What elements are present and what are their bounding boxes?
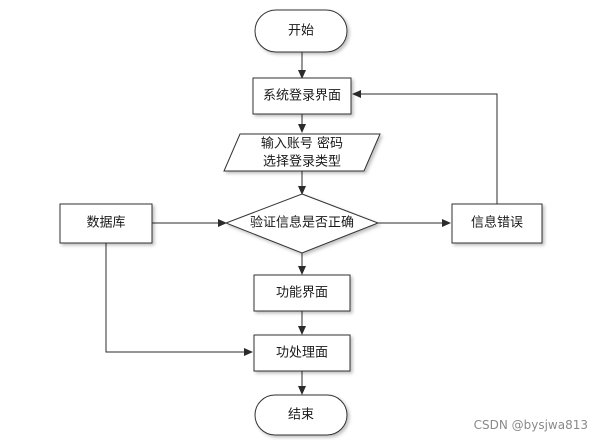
process-screen-box — [253, 334, 351, 372]
decision-diamond — [224, 193, 380, 254]
login-screen-box — [252, 77, 352, 115]
edge-database-to-process — [105, 243, 253, 356]
start-terminator — [254, 9, 348, 53]
nodes — [59, 9, 543, 436]
error-label: 信息错误 — [471, 215, 523, 231]
input-parallelogram — [223, 133, 381, 172]
labels: 开始 系统登录界面 输入账号 密码 选择登录类型 验证信息是否正确 数据库 信息… — [86, 24, 523, 423]
database-label: 数据库 — [86, 215, 125, 231]
end-label: 结束 — [288, 408, 314, 423]
decision-label: 验证信息是否正确 — [250, 215, 354, 231]
start-label: 开始 — [288, 24, 314, 39]
connectors — [105, 52, 498, 395]
input-label-line1: 输入账号 密码 — [261, 136, 343, 152]
login-screen-label: 系统登录界面 — [263, 89, 341, 104]
function-screen-box — [253, 274, 351, 312]
database-box — [59, 203, 153, 244]
edge-error-to-login — [352, 90, 498, 204]
watermark: CSDN @bysjwa813 — [473, 418, 588, 432]
process-screen-label: 功处理面 — [276, 346, 328, 361]
function-screen-label: 功能界面 — [276, 286, 328, 301]
error-box — [451, 203, 543, 244]
end-terminator — [254, 394, 348, 436]
input-label-line2: 选择登录类型 — [263, 155, 341, 170]
